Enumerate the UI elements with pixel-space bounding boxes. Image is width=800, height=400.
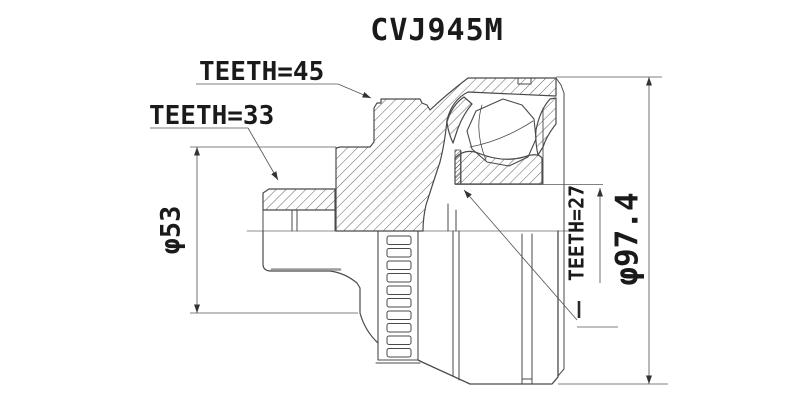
dimension-phi97 (556, 76, 668, 385)
dimension-phi53 (190, 146, 358, 314)
bell-housing-section (335, 77, 557, 232)
inner-race-spline-section (454, 149, 461, 185)
drawing-title: CVJ945M (370, 13, 503, 48)
label-dia-53: φ53 (156, 206, 187, 255)
snap-ring-groove (521, 233, 533, 385)
leader-teeth33 (150, 127, 279, 181)
cage-right-section (535, 97, 557, 156)
dimension-lines (150, 76, 668, 385)
shaft-outline-bottom (262, 230, 361, 314)
label-teeth-27: TEETH=27 (565, 185, 589, 281)
leader-teeth45 (196, 83, 372, 99)
snap-ring-notch (517, 77, 532, 85)
boot-clamp-band (375, 230, 421, 364)
dimension-teeth27 (455, 184, 618, 328)
label-teeth-33: TEETH=33 (149, 101, 274, 131)
drawing-texts: CVJ945M TEETH=45 TEETH=33 φ53 TEETH=27 φ… (149, 13, 646, 286)
part-cross-section (246, 77, 569, 385)
cage-left-section (446, 96, 473, 144)
ball-bearing (466, 98, 537, 167)
shaft-spline-section (262, 188, 336, 211)
label-teeth-45: TEETH=45 (199, 57, 324, 87)
bell-outline-bottom (417, 230, 559, 385)
label-dia-97: φ97.4 (610, 192, 646, 285)
inner-race-section (454, 150, 543, 185)
